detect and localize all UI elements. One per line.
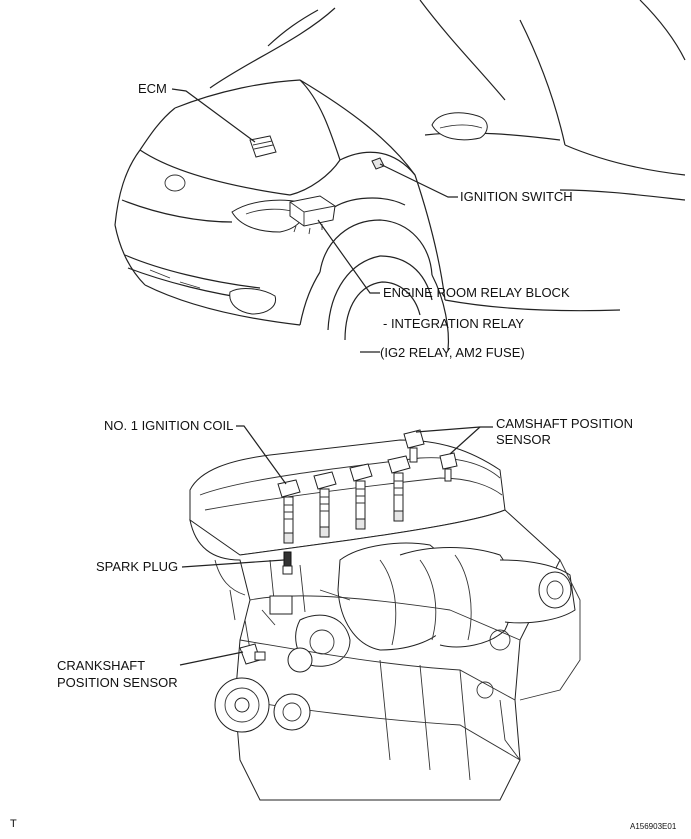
engine-room-relay-block-component — [289, 195, 336, 235]
ignition-coils — [277, 455, 411, 544]
spark-plug-component — [282, 551, 293, 575]
ecm-component — [249, 135, 277, 158]
integration-relay-label: - INTEGRATION RELAY — [383, 316, 524, 331]
ignition-coil-3 — [349, 463, 373, 530]
ignition-switch-label: IGNITION SWITCH — [460, 189, 573, 204]
camshaft-position-sensors — [403, 429, 458, 482]
ignition-coil-4 — [387, 455, 411, 522]
corner-mark-left: T — [10, 818, 17, 830]
ignition-switch-component — [371, 157, 385, 170]
camshaft-position-sensor-label-line2: SENSOR — [496, 432, 551, 447]
ecm-label: ECM — [138, 81, 167, 96]
engine-leader-lines — [179, 425, 493, 666]
spark-plug-label: SPARK PLUG — [96, 559, 178, 574]
no1-ignition-coil-label: NO. 1 IGNITION COIL — [104, 418, 233, 433]
crankshaft-position-sensor-label-line1: CRANKSHAFT — [57, 658, 145, 673]
figure-id: A156903E01 — [630, 822, 677, 831]
ignition-coil-2 — [313, 471, 337, 538]
crankshaft-position-sensor-component — [239, 643, 266, 665]
engine-room-relay-block-label: ENGINE ROOM RELAY BLOCK — [383, 285, 570, 300]
crankshaft-position-sensor-label-line2: POSITION SENSOR — [57, 675, 178, 690]
ignition-coil-1 — [277, 479, 301, 544]
top-leader-lines — [171, 88, 458, 353]
ig2-relay-am2-fuse-label: (IG2 RELAY, AM2 FUSE) — [380, 345, 525, 360]
camshaft-position-sensor-label-line1: CAMSHAFT POSITION — [496, 416, 633, 431]
engine-illustration — [189, 439, 581, 801]
